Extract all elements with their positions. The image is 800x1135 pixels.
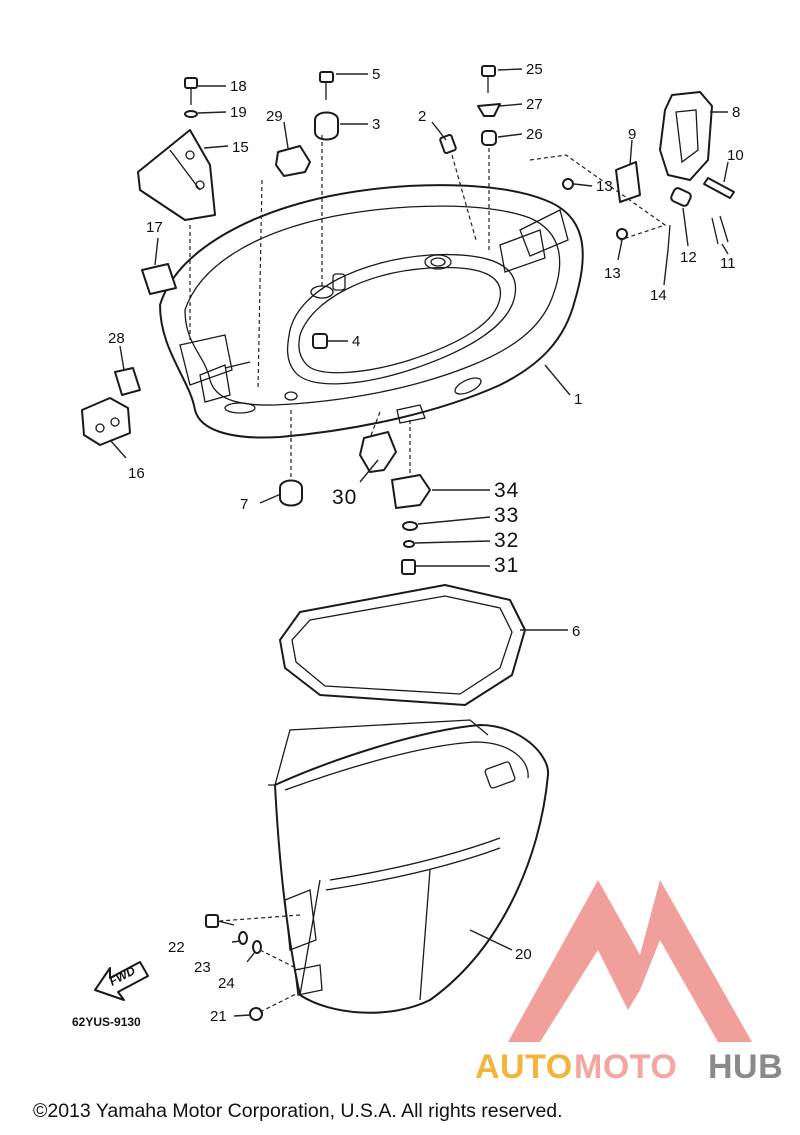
part-5-bolt (319, 71, 334, 100)
callout-2: 2 (418, 108, 426, 125)
callout-6: 6 (572, 623, 580, 640)
callout-25: 25 (526, 61, 543, 78)
callout-30: 30 (332, 486, 357, 509)
watermark-hub: HUB (708, 1048, 783, 1086)
part-29-damper (275, 145, 311, 177)
part-32-washer (403, 540, 415, 548)
callout-31: 31 (494, 554, 519, 577)
part-19-washer (184, 110, 198, 118)
part-4-nut (312, 333, 328, 349)
callout-3: 3 (372, 116, 380, 133)
part-8-lever (659, 91, 713, 181)
callout-8: 8 (732, 104, 740, 121)
bottom-cowling-lower (268, 719, 550, 1014)
callout-23: 23 (194, 959, 211, 976)
part-2-fitting (439, 133, 457, 155)
watermark-logo-icon (508, 880, 752, 1042)
part-9-bracket (615, 161, 641, 203)
callout-19: 19 (230, 104, 247, 121)
callout-15: 15 (232, 139, 249, 156)
part-17-collar (141, 263, 177, 295)
part-3-grommet (314, 111, 339, 141)
callout-28: 28 (108, 330, 125, 347)
callout-5: 5 (372, 66, 380, 83)
callout-29: 29 (266, 108, 283, 125)
watermark-brand: AUTO MOTO HUB (475, 1048, 783, 1086)
callout-20: 20 (515, 946, 532, 963)
callout-labels: 18 19 15 29 5 3 4 2 25 27 26 9 8 10 13 1… (108, 61, 744, 1025)
callout-14: 14 (650, 287, 667, 304)
part-28-grommet (114, 367, 141, 396)
part-7-grommet (279, 479, 303, 507)
part-15-bracket (137, 129, 216, 221)
part-21-nut (249, 1007, 263, 1021)
seal-gasket (279, 584, 526, 706)
callout-22: 22 (168, 939, 185, 956)
part-34-bracket (391, 474, 431, 509)
callout-12: 12 (680, 249, 697, 266)
part-16-clip (81, 397, 131, 446)
callout-9: 9 (628, 126, 636, 143)
callout-26: 26 (526, 126, 543, 143)
callout-13-b: 13 (604, 265, 621, 282)
part-22-bolt (205, 914, 235, 928)
part-24-washer (252, 940, 262, 954)
part-26-collar (481, 130, 497, 146)
bottom-cowling-upper (159, 184, 584, 439)
callout-7: 7 (240, 496, 248, 513)
callout-32: 32 (494, 529, 519, 552)
callout-24: 24 (218, 975, 235, 992)
callout-11: 11 (720, 255, 736, 272)
part-10-pin (703, 177, 735, 199)
callout-4: 4 (352, 333, 360, 350)
part-13-clip-a (562, 178, 574, 190)
callout-13-a: 13 (596, 178, 613, 195)
part-27-washer (477, 103, 501, 117)
leader-lines (109, 68, 729, 1017)
callout-18: 18 (230, 78, 247, 95)
fwd-arrow-icon: FWD (94, 961, 149, 1001)
watermark-auto: AUTO (475, 1048, 573, 1086)
part-18-bolt (184, 77, 198, 105)
part-14-pin (667, 224, 671, 251)
diagram-code: 62YUS-9130 (72, 1015, 141, 1029)
callout-27: 27 (526, 96, 543, 113)
callout-21: 21 (210, 1008, 227, 1025)
part-25-bolt (481, 65, 496, 93)
part-23-washer (238, 931, 248, 945)
copyright-text: ©2013 Yamaha Motor Corporation, U.S.A. A… (33, 1100, 563, 1122)
callout-10: 10 (727, 147, 744, 164)
callout-16: 16 (128, 465, 145, 482)
part-13-clip-b (616, 228, 628, 240)
callout-33: 33 (494, 504, 519, 527)
part-11-clip (711, 215, 729, 245)
part-12-pin (670, 187, 692, 207)
part-33-washer (402, 521, 418, 531)
callout-34: 34 (494, 479, 519, 502)
part-30-mount (359, 431, 397, 473)
callout-1: 1 (574, 391, 582, 408)
watermark-moto: MOTO (574, 1048, 677, 1086)
callout-17: 17 (146, 219, 163, 236)
part-31-bolt (401, 559, 416, 575)
